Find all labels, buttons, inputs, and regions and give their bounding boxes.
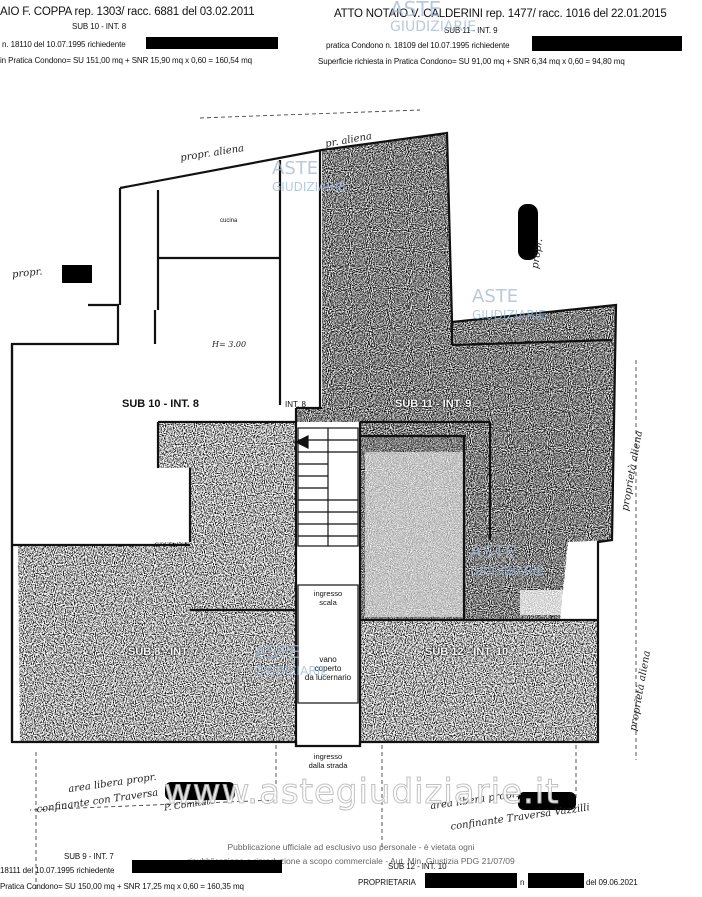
height-label: H= 3.00: [212, 340, 247, 349]
watermark-logo: ASTE GIUDIZIARIE: [470, 542, 544, 579]
redaction-bar: [425, 873, 517, 888]
bottom-left-line3: Pratica Condono= SU 150,00 mq + SNR 17,2…: [0, 882, 244, 891]
redaction-bar: [532, 36, 682, 51]
header-left-line2: n. 18110 del 10.07.1995 richiedente: [2, 40, 126, 49]
header-right-title: ATTO NOTAIO V. CALDERINI rep. 1477/ racc…: [334, 8, 667, 20]
bottom-right-sub: SUB 12 - INT. 10: [388, 862, 447, 871]
header-left-sub: SUB 10 - INT. 8: [72, 22, 127, 31]
stairwell: [294, 427, 359, 704]
header-right-sub: SUB 11 - INT. 9: [444, 26, 498, 35]
bottom-left-line2: 18111 del 10.07.1995 richiedente: [0, 866, 115, 875]
stairs-entry-label: ingresso scala: [313, 589, 343, 607]
header-left-title: AIO F. COPPA rep. 1303/ racc. 6881 del 0…: [0, 6, 255, 18]
watermark-logo: ASTE GIUDIZIARIE: [254, 642, 328, 679]
header-left-line3: in Pratica Condono= SU 151,00 mq + SNR 1…: [0, 56, 253, 65]
room-label-int8: INT. 8: [285, 400, 306, 409]
bottom-right-owner: PROPRIETARIA: [358, 878, 416, 887]
bottom-left-sub: SUB 9 - INT. 7: [64, 852, 114, 861]
footer-line2: ripubblicazione o riproduzione a scopo c…: [187, 856, 515, 866]
street-entry-label: ingresso dalla strada: [308, 752, 348, 770]
bottom-right-n: n: [520, 878, 525, 887]
watermark-logo: ASTE GIUDIZIARIE: [272, 158, 346, 195]
redaction-bar: [146, 37, 278, 49]
header-right-line3: Superficie richiesta in Pratica Condono=…: [318, 57, 625, 66]
watermark-logo: ASTE GIUDIZIARIE: [472, 286, 546, 323]
room-label-sub10: SUB 10 - INT. 8: [122, 398, 200, 410]
redaction-bar: [528, 873, 584, 888]
skylight-room-label: vano coperto da lucernario: [304, 655, 352, 682]
room-label-sub11: SUB 11 - INT. 9: [395, 398, 472, 410]
header-right-line2: pratica Condono n. 18109 del 10.07.1995 …: [326, 41, 510, 50]
kitchen-label: cucina: [220, 218, 238, 224]
room-label-sub8: SUB 8 - INT. 7: [128, 646, 199, 658]
redaction-bar: [132, 860, 282, 873]
bottom-right-date: del 09.06.2021: [586, 878, 638, 887]
watermark-url: www.astegiudiziarie.it: [164, 772, 560, 813]
watermark-logo: ASTE GIUDIZIARIE: [390, 0, 477, 35]
footer-line1: Pubblicazione ufficiale ad esclusivo uso…: [227, 842, 475, 852]
room-label-sub12: SUB 12 - INT. 10: [425, 646, 509, 658]
